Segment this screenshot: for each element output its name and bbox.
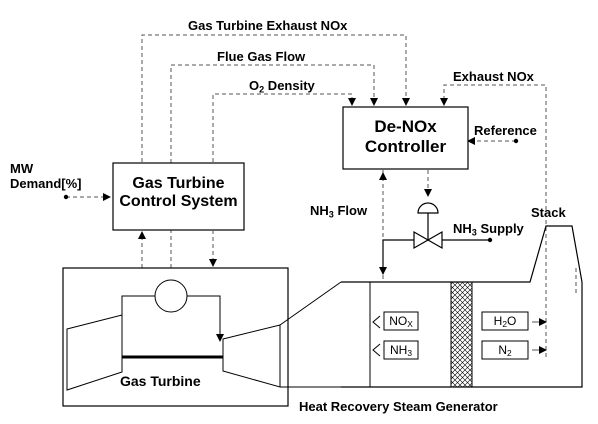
nox-species-box [383, 311, 419, 331]
duct-top [279, 281, 342, 326]
hrsg-label: Heat Recovery Steam Generator [299, 399, 498, 414]
nox-species-label: NOX [389, 314, 413, 330]
o2-density-label: O2 Density [249, 78, 315, 95]
stack-label: Stack [531, 205, 566, 220]
denox-controller-title: De-NOx Controller [364, 117, 447, 156]
n2-species-box [481, 340, 529, 360]
nh3-valve-icon [413, 202, 443, 250]
hrsg-outline [341, 225, 583, 388]
exhaust-nox-label: Exhaust NOx [453, 69, 534, 84]
mw-demand-label-line1: MW [10, 161, 34, 176]
o2-density-signal-line [212, 93, 356, 162]
mw-demand-dot [63, 194, 69, 200]
gt-control-system-title: Gas Turbine Control System [119, 175, 238, 211]
gas-turbine-label: Gas Turbine [120, 373, 201, 389]
gt-exhaust-nox-signal-line [141, 34, 410, 162]
catalyst-bed [450, 281, 473, 388]
nh3-species-box [383, 340, 419, 360]
compressor-to-combustor-line [121, 295, 155, 330]
gt-control-system-box [112, 162, 245, 231]
h2o-species-label: H2O [493, 314, 517, 330]
denox-controller-box [342, 106, 469, 170]
reference-dot [513, 138, 519, 144]
combustor-circle [154, 279, 188, 313]
nh3-flow-label: NH3 Flow [310, 203, 368, 220]
nh3-species-label: NH3 [389, 343, 412, 359]
h2o-species-box [481, 311, 529, 331]
nh3-supply-label: NH3 Supply [453, 221, 524, 238]
nh3-supply-pipe [379, 239, 490, 275]
compressor-shape [66, 314, 123, 391]
nox-arrow-icon [372, 315, 381, 329]
nh3-supply-dot [487, 237, 493, 243]
combustor-to-turbine-line [187, 295, 224, 342]
exhaust-nox-signal-line [440, 84, 547, 357]
reference-label: Reference [474, 123, 537, 138]
flue-gas-flow-label: Flue Gas Flow [217, 49, 306, 64]
mw-demand-label-line2: Demand[%] [10, 176, 82, 191]
nh3-arrow-icon [372, 343, 381, 357]
n2-species-label: N2 [498, 343, 512, 359]
gt-exhaust-nox-label: Gas Turbine Exhaust NOx [188, 18, 348, 33]
